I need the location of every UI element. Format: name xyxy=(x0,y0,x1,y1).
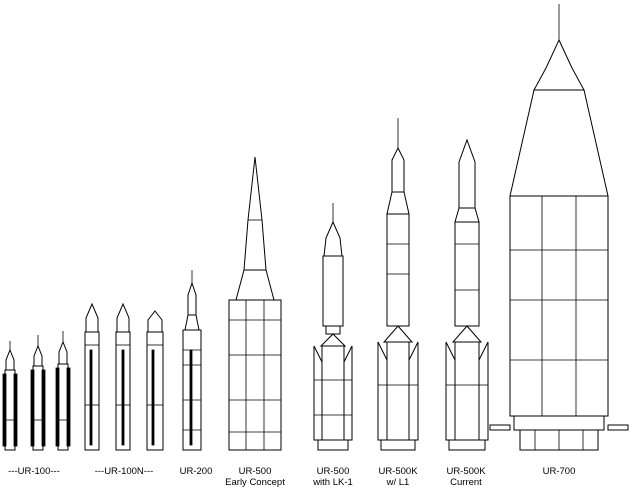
label-ur200-line1: UR-200 xyxy=(179,466,213,477)
label-ur500k-current: UR-500K Current xyxy=(446,466,485,488)
label-ur100n: ---UR-100N--- xyxy=(95,466,154,477)
label-ur500k-l1-line1: UR-500K xyxy=(378,466,418,477)
label-ur500-lk1-line1: UR-500 xyxy=(316,466,350,477)
ur500-early-rocket xyxy=(228,156,282,451)
ur200-rocket xyxy=(182,270,202,451)
ur500k-l1-rocket xyxy=(377,118,419,451)
label-ur700-line1: UR-700 xyxy=(542,466,576,477)
ur100-rocket-3 xyxy=(55,331,71,451)
label-ur500-early: UR-500 Early Concept xyxy=(225,466,285,488)
label-ur200: UR-200 xyxy=(180,466,213,477)
label-ur100: ---UR-100--- xyxy=(8,466,60,477)
label-ur500-early-line2: Early Concept xyxy=(225,477,285,488)
ur500-lk1-rocket xyxy=(313,203,353,451)
label-ur500-lk1: UR-500 with LK-1 xyxy=(313,466,353,488)
ur100-rocket-1 xyxy=(2,341,18,451)
ur100n-rocket-3 xyxy=(146,310,164,451)
label-ur500k-current-line1: UR-500K xyxy=(446,466,486,477)
label-ur500-lk1-line2: with LK-1 xyxy=(313,477,353,488)
ur700-rocket xyxy=(489,4,629,451)
label-ur100n-line1: ---UR-100N--- xyxy=(94,466,154,477)
ur500k-current-rocket xyxy=(445,138,489,451)
label-ur500k-current-line2: Current xyxy=(450,477,482,488)
label-ur500k-l1-line2: w/ L1 xyxy=(386,477,410,488)
ur100-rocket-2 xyxy=(30,335,46,451)
label-ur100-line1: ---UR-100--- xyxy=(8,466,60,477)
label-ur500k-l1: UR-500K w/ L1 xyxy=(378,466,417,488)
ur100n-rocket-1 xyxy=(84,302,100,451)
label-ur500-early-line1: UR-500 xyxy=(238,466,272,477)
label-ur700: UR-700 xyxy=(543,466,576,477)
ur100n-rocket-2 xyxy=(115,302,131,451)
